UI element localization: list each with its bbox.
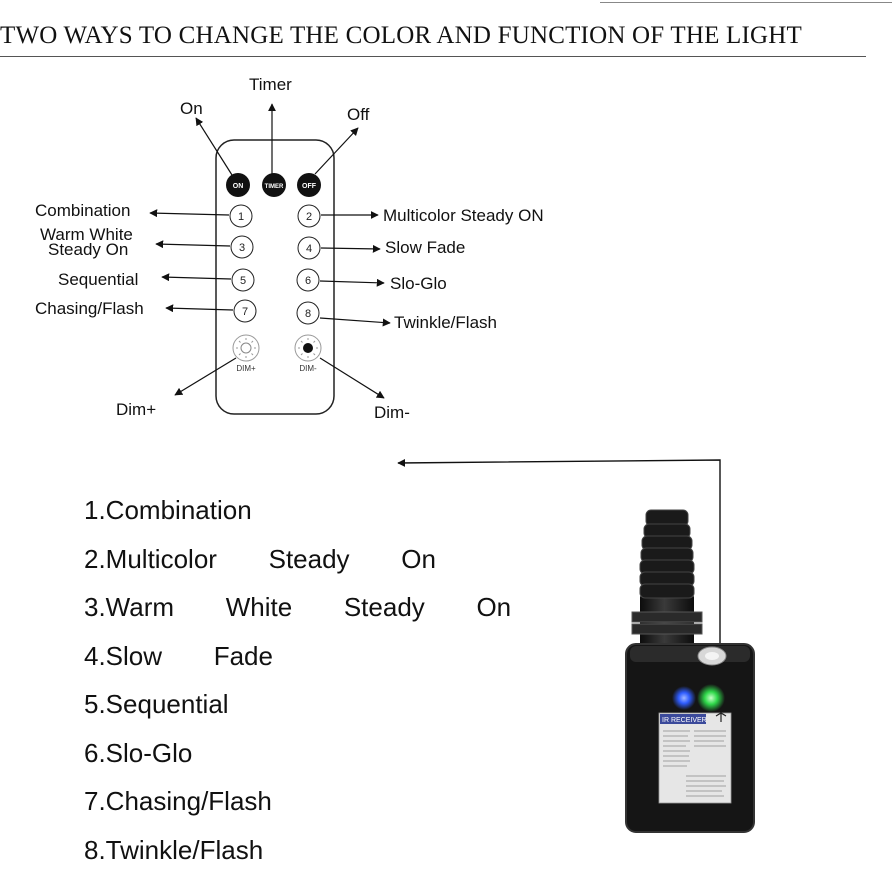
button-2[interactable]: 2 <box>298 205 320 227</box>
button-8[interactable]: 8 <box>297 302 319 324</box>
green-led-icon <box>697 684 725 712</box>
mode-item: 8.Twinkle/Flash <box>84 826 511 874</box>
mode-item: 3.Warm White Steady On <box>84 583 511 632</box>
button-4-callout: Slow Fade <box>385 238 465 257</box>
button-3[interactable]: 3 <box>231 236 253 258</box>
button-2-callout: Multicolor Steady ON <box>383 206 544 225</box>
svg-text:ON: ON <box>233 183 244 190</box>
button-1-callout: Combination <box>35 201 130 220</box>
svg-text:IR RECEIVER: IR RECEIVER <box>662 717 707 724</box>
svg-text:5: 5 <box>240 275 246 287</box>
button-8-callout: Twinkle/Flash <box>394 313 497 332</box>
svg-text:4: 4 <box>306 243 312 255</box>
dim-minus-callout: Dim- <box>374 403 410 422</box>
svg-text:DIM-: DIM- <box>299 364 317 373</box>
mode-item: 7.Chasing/Flash <box>84 777 511 826</box>
mode-list: 1.Combination 2.Multicolor Steady On 3.W… <box>84 486 511 874</box>
svg-text:2: 2 <box>306 211 312 223</box>
mode-item: 6.Slo-Glo <box>84 729 511 778</box>
timer-callout: Timer <box>249 75 292 94</box>
mode-item: 4.Slow Fade <box>84 632 511 681</box>
blue-led-icon <box>672 686 696 710</box>
mode-item: 1.Combination <box>84 486 511 535</box>
dim-plus-callout: Dim+ <box>116 400 156 419</box>
on-callout: On <box>180 99 203 118</box>
svg-text:TIMER: TIMER <box>265 184 284 190</box>
mode-item: 5.Sequential <box>84 680 511 729</box>
receiver-label: IR RECEIVER <box>659 713 731 803</box>
button-6-callout: Slo-Glo <box>390 274 447 293</box>
on-button[interactable]: ON <box>226 173 250 197</box>
svg-text:6: 6 <box>305 275 311 287</box>
mode-item: 2.Multicolor Steady On <box>84 535 511 584</box>
button-7[interactable]: 7 <box>234 300 256 322</box>
svg-text:DIM+: DIM+ <box>236 364 256 373</box>
svg-text:8: 8 <box>305 308 311 320</box>
timer-button[interactable]: TIMER <box>262 173 286 197</box>
button-6[interactable]: 6 <box>297 269 319 291</box>
button-7-callout: Chasing/Flash <box>35 299 144 318</box>
off-button[interactable]: OFF <box>297 173 321 197</box>
off-callout: Off <box>347 105 370 124</box>
ir-receiver-device: IR RECEIVER <box>626 510 754 832</box>
svg-text:3: 3 <box>239 242 245 254</box>
button-5-callout: Sequential <box>58 270 138 289</box>
button-3-callout-line2: Steady On <box>48 240 128 259</box>
svg-text:1: 1 <box>238 211 244 223</box>
button-1[interactable]: 1 <box>230 205 252 227</box>
svg-text:7: 7 <box>242 306 248 318</box>
svg-text:OFF: OFF <box>302 183 317 190</box>
button-4[interactable]: 4 <box>298 237 320 259</box>
button-5[interactable]: 5 <box>232 269 254 291</box>
dim-plus-button[interactable]: DIM+ <box>233 335 259 373</box>
